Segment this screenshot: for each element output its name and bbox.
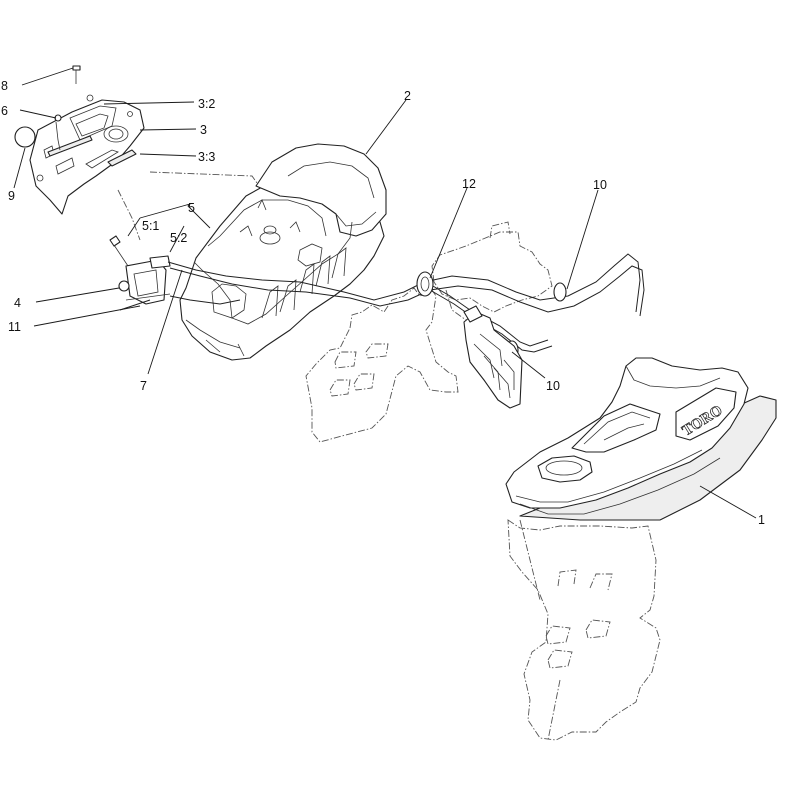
phantom-frame-bracket-mid — [431, 221, 553, 321]
callout-11: 11 — [8, 320, 21, 334]
callout-5-1: 5:1 — [142, 219, 159, 233]
leader-lines — [13, 67, 757, 519]
cable-harness — [119, 253, 645, 353]
left-console-assembly — [179, 143, 387, 361]
cable-tie-10-upper — [553, 282, 567, 302]
callout-6: 6 — [1, 104, 8, 118]
callout-labels: 8 6 3:2 3 3:3 9 2 12 10 5 5:1 5:2 4 11 7… — [1, 79, 765, 527]
callout-5: 5 — [188, 201, 195, 215]
logo-badge — [675, 387, 737, 441]
throttle-lever — [47, 114, 93, 157]
right-console-assembly: TORO — [505, 357, 777, 521]
callout-4: 4 — [14, 296, 21, 310]
cable-tie-12 — [416, 271, 434, 297]
control-panel — [29, 99, 145, 215]
cup-holder — [537, 455, 593, 483]
storage-lid — [571, 403, 661, 453]
callout-5-2: 5:2 — [170, 231, 187, 245]
phantom-frame-left — [305, 287, 459, 443]
throttle-control-assembly — [109, 235, 171, 305]
callout-7: 7 — [140, 379, 147, 393]
callout-2: 2 — [404, 89, 411, 103]
callout-12: 12 — [462, 177, 476, 191]
control-panel-assembly — [29, 94, 145, 215]
callout-10-upper: 10 — [593, 178, 607, 192]
callout-3: 3 — [200, 123, 207, 137]
callout-10-lower: 10 — [546, 379, 560, 393]
hour-meter-decal — [107, 149, 137, 167]
callout-3-2: 3:2 — [198, 97, 215, 111]
phantom-frame-right — [507, 519, 661, 741]
control-knob — [14, 126, 36, 148]
callout-3-3: 3:3 — [198, 150, 215, 164]
callout-8: 8 — [1, 79, 8, 93]
callout-9: 9 — [8, 189, 15, 203]
screw — [72, 65, 81, 84]
callout-1: 1 — [758, 513, 765, 527]
mid-cable-bracket — [463, 305, 523, 409]
